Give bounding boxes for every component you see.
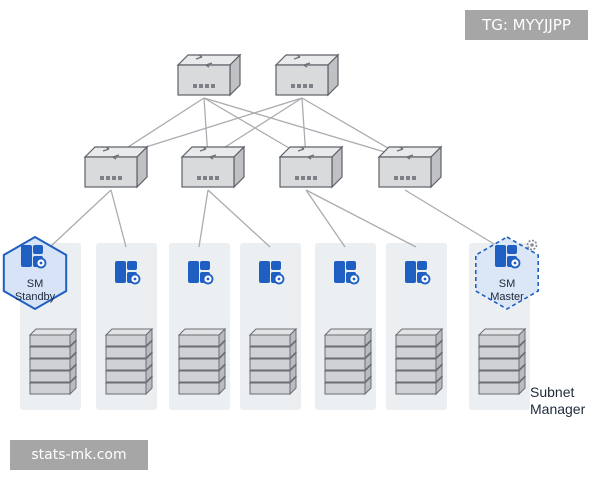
server-stack-icon bbox=[177, 327, 227, 396]
spine-switch-icon bbox=[176, 53, 242, 97]
node-layer bbox=[2, 235, 540, 311]
server-stack-icon bbox=[28, 327, 78, 396]
spine-switch-icon bbox=[274, 53, 340, 97]
sm-standby-line1: SM bbox=[27, 278, 44, 290]
legend-line-2: Manager bbox=[530, 401, 586, 417]
server-settings-icon bbox=[334, 261, 360, 285]
leaf-node-link bbox=[49, 189, 112, 248]
gear-icon bbox=[526, 239, 538, 251]
sm-master-hexagon bbox=[474, 236, 540, 310]
server-stack-icon bbox=[394, 327, 444, 396]
leaf-node-link bbox=[207, 189, 271, 248]
legend-label: Subnet Manager bbox=[530, 384, 594, 418]
server-stack-icon bbox=[248, 327, 298, 396]
leaf-node-link bbox=[305, 189, 346, 248]
watermark-badge: TG: MYYJJPP bbox=[465, 10, 588, 40]
legend-line-1: Subnet bbox=[530, 384, 575, 400]
switch-layer bbox=[83, 53, 443, 189]
leaf-node-link bbox=[198, 189, 209, 248]
server-settings-icon bbox=[21, 245, 47, 269]
leaf-node-link bbox=[404, 189, 500, 248]
leaf-node-link bbox=[305, 189, 417, 248]
leaf-node-link bbox=[110, 189, 127, 248]
leaf-switch-icon bbox=[180, 145, 246, 189]
leaf-switch-icon bbox=[83, 145, 149, 189]
server-settings-icon bbox=[405, 261, 431, 285]
sm-master-line1: SM bbox=[499, 278, 516, 290]
server-settings-icon bbox=[115, 261, 141, 285]
sm-standby-line2: Standby bbox=[15, 291, 56, 303]
leaf-switch-icon bbox=[278, 145, 344, 189]
server-layer bbox=[28, 327, 527, 396]
site-watermark: stats-mk.com bbox=[10, 440, 148, 470]
server-stack-icon bbox=[323, 327, 373, 396]
server-settings-icon bbox=[259, 261, 285, 285]
server-stack-icon bbox=[104, 327, 154, 396]
server-settings-icon bbox=[495, 245, 521, 269]
server-stack-icon bbox=[477, 327, 527, 396]
sm-standby-hexagon bbox=[2, 235, 68, 311]
server-settings-icon bbox=[188, 261, 214, 285]
sm-master-line2: Master bbox=[490, 291, 524, 303]
leaf-switch-icon bbox=[377, 145, 443, 189]
